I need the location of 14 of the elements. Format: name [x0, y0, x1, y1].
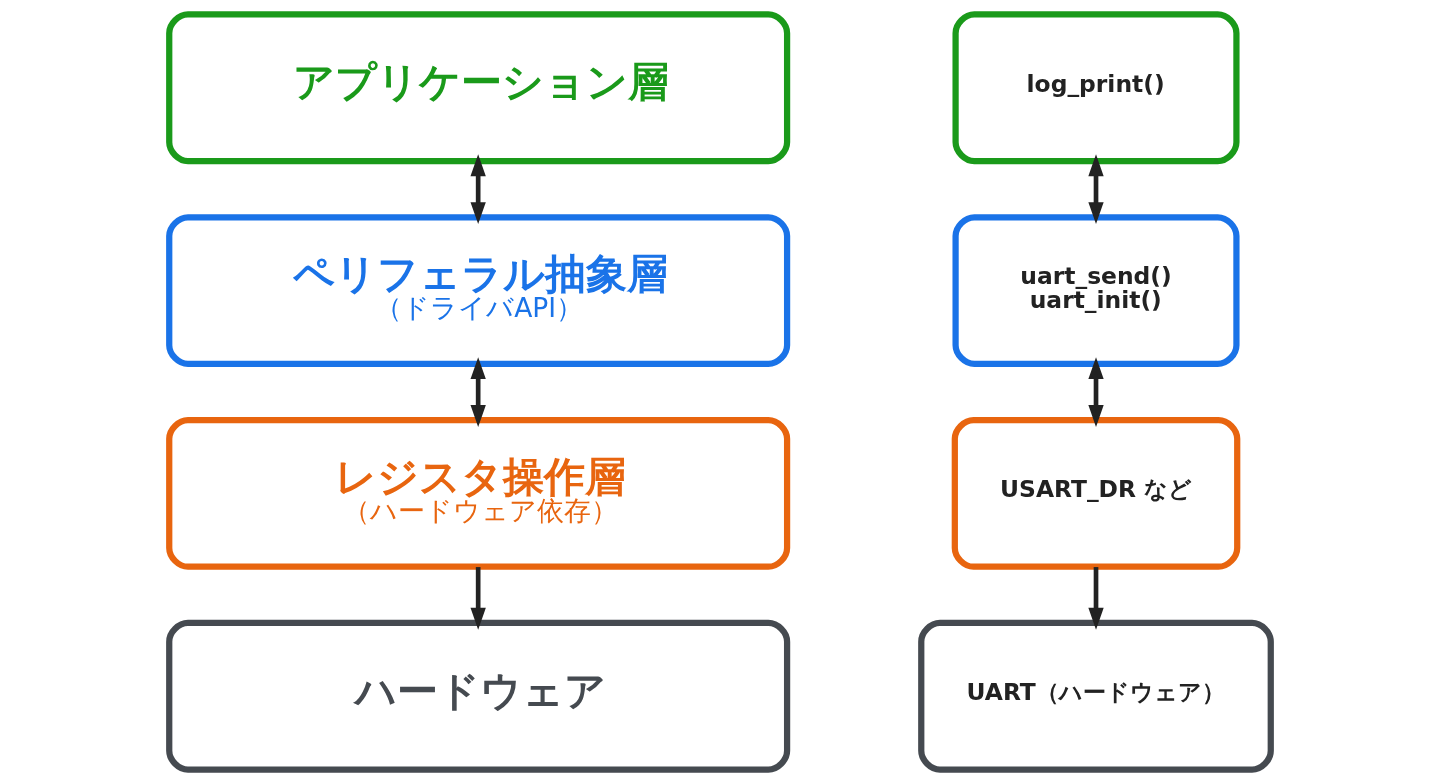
node-box: ハードウェア — [166, 619, 791, 773]
node-box: アプリケーション層 — [166, 11, 791, 165]
arrow — [470, 567, 486, 630]
node-box: uart_send() uart_init() — [952, 214, 1240, 368]
node-box: レジスタ操作層 （ハードウェア依存） — [166, 416, 791, 570]
arrow — [470, 357, 486, 427]
node-box: USART_DR など — [951, 416, 1241, 570]
node-box: log_print() — [952, 11, 1240, 165]
node-box: ペリフェラル抽象層 （ドライバAPI） — [166, 214, 791, 368]
arrow — [470, 154, 486, 225]
arrow — [1088, 567, 1104, 630]
node-box: UART（ハードウェア） — [918, 619, 1274, 773]
arrow — [1088, 357, 1104, 427]
arrow — [1088, 154, 1104, 225]
